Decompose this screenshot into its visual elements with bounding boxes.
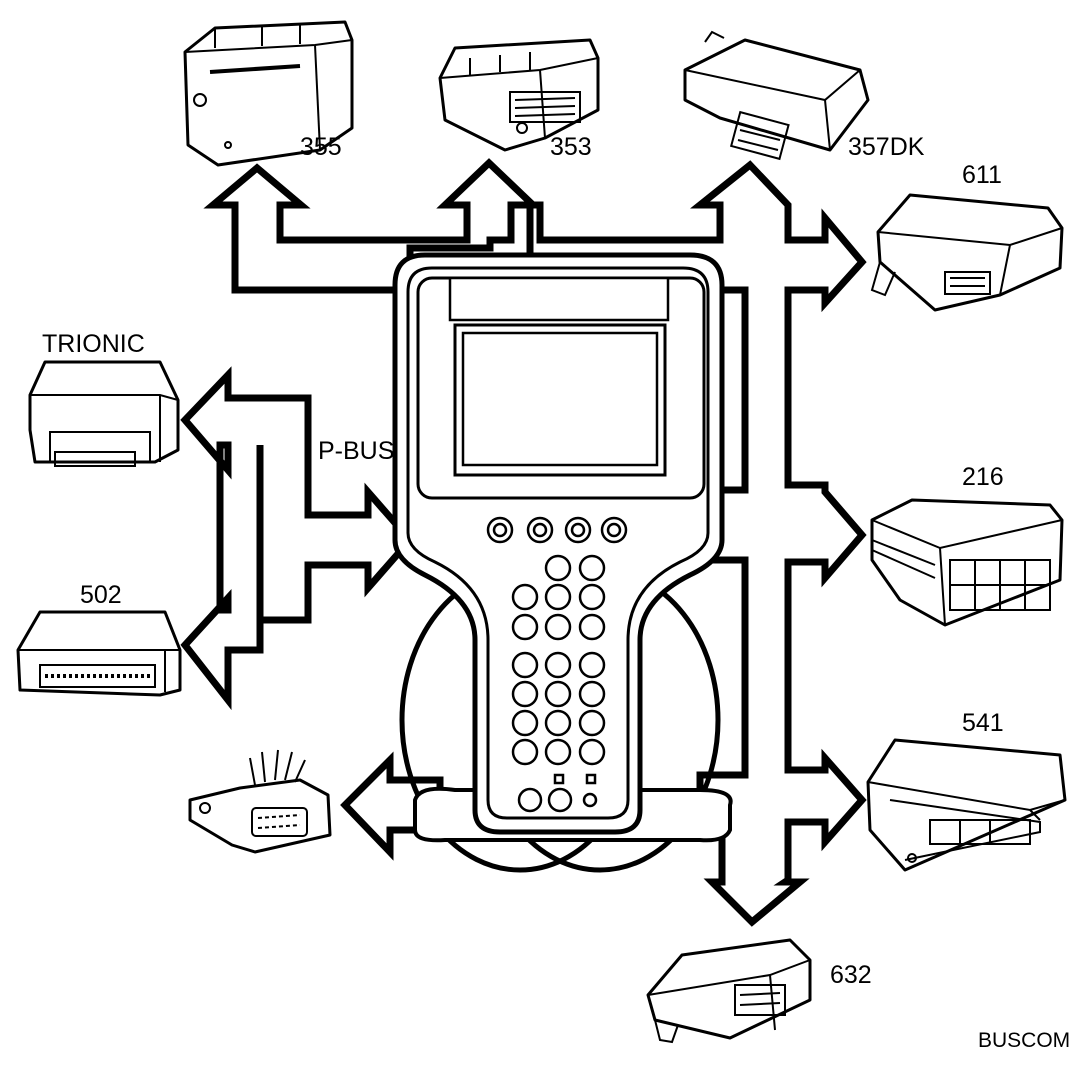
module-541: [866, 738, 1067, 872]
bus-arrow-top-left: [203, 158, 542, 294]
label-611: 611: [962, 161, 1002, 189]
bus-arrow-left: [180, 366, 415, 711]
label-trionic: TRIONIC: [42, 330, 145, 358]
label-502: 502: [80, 581, 122, 609]
label-541: 541: [962, 709, 1004, 737]
tester-keypad: [511, 554, 606, 813]
module-trionic: [28, 360, 180, 467]
label-357dk: 357DK: [848, 133, 925, 161]
module-357dk: [683, 30, 870, 161]
module-355: [183, 20, 354, 167]
label-216: 216: [962, 463, 1004, 491]
module-502: [16, 610, 182, 697]
module-obd-connector: [188, 749, 332, 854]
module-353: [438, 38, 600, 152]
footer-code: BUSCOM: [978, 1029, 1070, 1052]
label-353: 353: [550, 133, 592, 161]
label-p-bus: P-BUS: [318, 437, 394, 465]
module-632: [646, 938, 812, 1044]
label-355: 355: [300, 133, 342, 161]
module-216: [870, 498, 1064, 627]
module-611: [870, 193, 1064, 312]
diagnostic-tester: [392, 252, 733, 873]
label-632: 632: [830, 961, 872, 989]
